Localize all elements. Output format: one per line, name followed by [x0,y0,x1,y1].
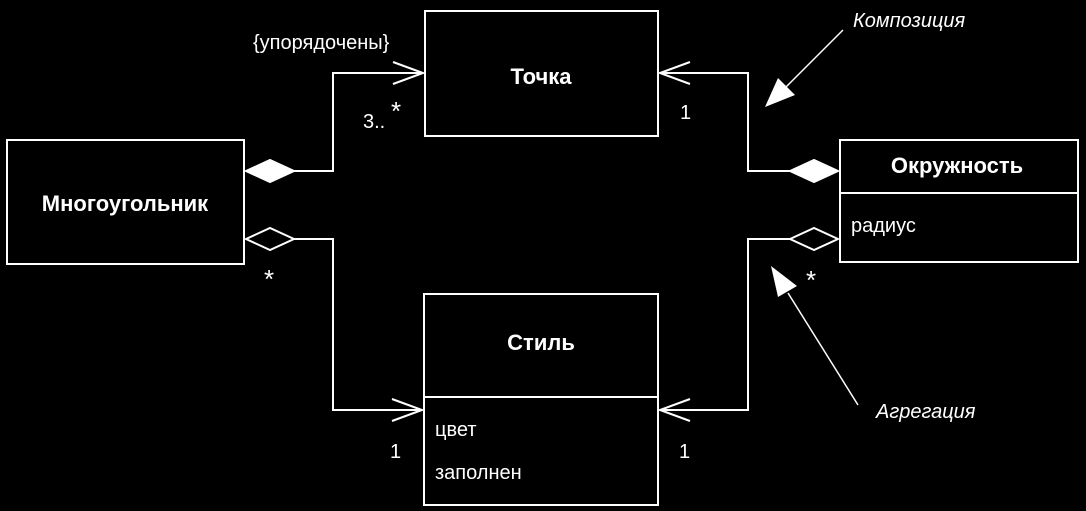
association-polygon-style[interactable]: * 1 [243,226,425,463]
callout-aggregation: Агрегация [771,266,976,423]
class-style[interactable]: Стиль цвет заполнен [423,293,659,506]
callout-composition-line [784,29,844,89]
callout-composition-arrowhead [765,78,795,107]
association-circle-point[interactable]: 1 [657,61,841,184]
composition-diamond-polygon [243,158,297,184]
class-style-name: Стиль [507,330,575,355]
class-circle-box [839,139,1079,263]
association-circle-style[interactable]: * 1 [657,226,841,463]
association-polygon-point[interactable]: {упорядочены} 3.. * [243,32,426,184]
callout-aggregation-line [787,292,859,406]
class-style-attr-color: цвет [435,419,476,441]
note-aggregation: Агрегация [875,401,976,423]
aggregation-diamond-circle [787,226,841,252]
class-circle-attr-radius: радиус [851,215,916,237]
class-polygon-name: Многоугольник [42,191,209,216]
connector-polygon-point [294,72,423,172]
multiplicity-point-1: 1 [680,102,691,124]
arrowhead-point-left [392,61,426,85]
connector-circle-style [660,238,790,411]
callout-composition: Композиция [765,10,966,107]
note-composition: Композиция [853,10,966,32]
constraint-ordered: {упорядочены} [253,32,390,54]
class-point[interactable]: Точка [424,10,659,137]
class-polygon-box [6,139,245,265]
class-circle-name: Окружность [891,153,1023,178]
class-point-box [424,10,659,137]
callout-aggregation-arrowhead [771,266,797,297]
connector-polygon-style [294,238,422,411]
multiplicity-polygon-star: * [264,264,274,294]
connector-circle-point [660,72,790,172]
class-style-attr-filled: заполнен [435,462,522,484]
composition-diamond-circle [787,158,841,184]
multiplicity-circle-star: * [806,265,816,295]
multiplicity-point-3: 3.. [363,111,385,133]
aggregation-diamond-polygon [243,226,297,252]
multiplicity-style-1-left: 1 [390,441,401,463]
arrowhead-style-right [657,398,691,422]
class-polygon[interactable]: Многоугольник [6,139,245,265]
class-style-box [423,293,659,506]
arrowhead-style-left [391,398,425,422]
class-circle[interactable]: Окружность радиус [839,139,1079,263]
class-point-name: Точка [511,64,573,89]
multiplicity-style-1-right: 1 [679,441,690,463]
arrowhead-point-right [657,61,691,85]
multiplicity-point-star: * [391,96,401,126]
